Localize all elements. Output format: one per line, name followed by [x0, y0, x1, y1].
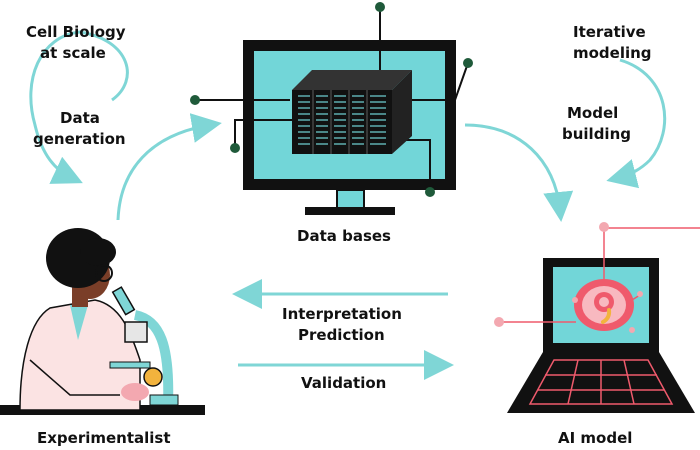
validation-label: Validation: [301, 374, 387, 392]
cycle-arrow-icon: [606, 58, 667, 189]
iterative-modeling-label-line1: Iterative: [573, 23, 646, 41]
microscope-icon: [109, 286, 179, 406]
data-generation-label-line1: Data: [60, 109, 100, 127]
interpretation-label: Interpretation: [282, 305, 402, 323]
cell-biology-label-line2: at scale: [40, 44, 106, 62]
flow-arrow-to-ai: [464, 123, 574, 222]
data-generation-label-line2: generation: [33, 130, 126, 148]
scientist-icon: [0, 228, 205, 415]
prediction-label: Prediction: [298, 326, 385, 344]
data-bases-label: Data bases: [297, 227, 391, 245]
circuit-nodes: [190, 2, 473, 197]
circuit-lines: [196, 8, 469, 190]
database-server-icon: [292, 70, 412, 154]
model-building-label-line2: building: [562, 125, 631, 143]
experimentalist-label: Experimentalist: [37, 429, 171, 447]
ai-model-label: AI model: [558, 429, 633, 447]
cell-biology-label-line1: Cell Biology: [26, 23, 126, 41]
model-building-label-line1: Model: [567, 104, 619, 122]
cycle-arrow-icon: [29, 30, 129, 184]
iterative-modeling-label-line2: modeling: [573, 44, 652, 62]
cell-icon: [494, 222, 700, 333]
flow-arrow-to-database: [116, 113, 222, 221]
